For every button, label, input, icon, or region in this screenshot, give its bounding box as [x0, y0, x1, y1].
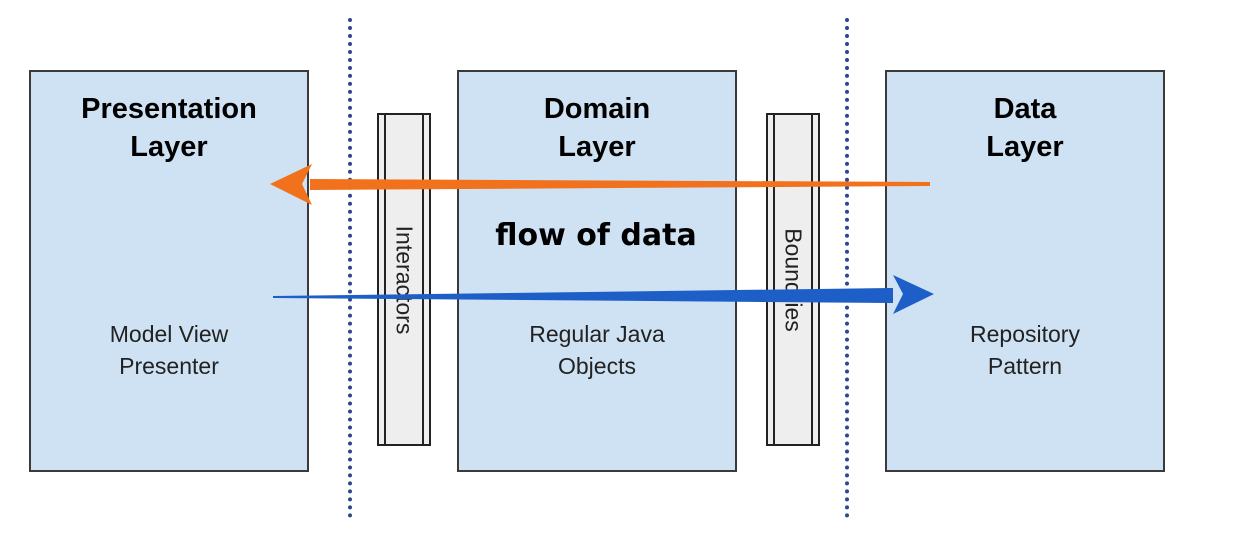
- boundries-boundary: Boundries: [766, 113, 820, 446]
- arrow-head-right: [893, 275, 934, 314]
- arrow-presentation-to-data: [273, 288, 893, 303]
- flow-of-data-label: flow of data: [495, 218, 697, 253]
- domain-layer-box: Domain Layer Regular Java Objects: [457, 70, 737, 472]
- data-layer-title: Data Layer: [986, 93, 1064, 163]
- data-layer-box: Data Layer Repository Pattern: [885, 70, 1165, 472]
- arrow-head-left: [270, 164, 312, 205]
- data-layer-description: Repository Pattern: [970, 321, 1080, 379]
- presentation-layer-title: Presentation Layer: [81, 93, 257, 163]
- divider-line-right: [845, 18, 849, 518]
- domain-layer-title: Domain Layer: [543, 93, 651, 163]
- presentation-layer-description: Model View Presenter: [109, 321, 229, 379]
- presentation-layer-box: Presentation Layer Model View Presenter: [29, 70, 309, 472]
- arrow-data-to-presentation: [310, 179, 930, 190]
- divider-line-left: [348, 18, 352, 518]
- interactors-boundary: Interactors: [377, 113, 431, 446]
- domain-layer-description: Regular Java Objects: [529, 321, 665, 379]
